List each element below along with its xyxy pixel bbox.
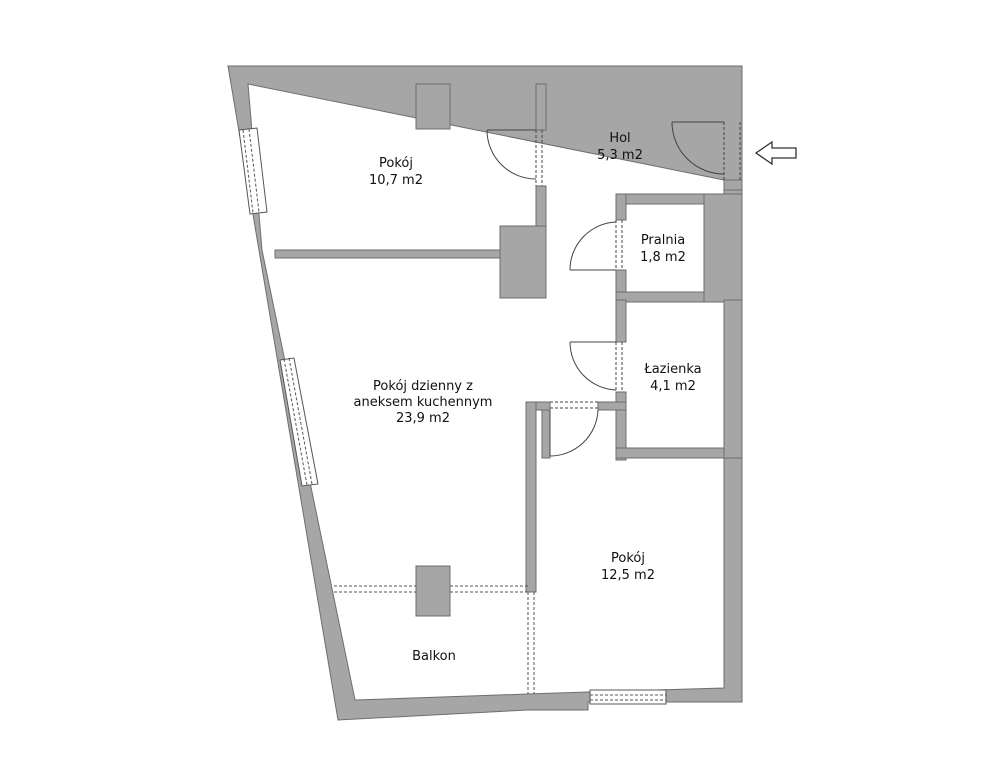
- door-pokoj-large: [549, 401, 599, 457]
- pillar-top: [415, 83, 451, 130]
- room-lazienka-name: Łazienka: [643, 362, 701, 377]
- room-lazienka-area: 4,1 m2: [650, 379, 696, 394]
- room-balkon-name: Balkon: [412, 649, 456, 664]
- door-pralnia: [569, 220, 623, 271]
- room-hol-name: Hol: [609, 131, 630, 146]
- room-pokoj-small-area: 10,7 m2: [369, 173, 423, 188]
- window-bottom: [589, 689, 667, 705]
- room-pralnia-name: Pralnia: [641, 233, 685, 248]
- balcony-door: [334, 585, 535, 694]
- doors: [486, 121, 741, 457]
- wall-pokoj-hol-upper: [535, 83, 547, 131]
- room-labels: Pokój 10,7 m2 Hol 5,3 m2 Pralnia 1,8 m2 …: [354, 131, 702, 664]
- pillar-center: [499, 225, 547, 299]
- door-lazienka: [569, 341, 623, 392]
- wall-room-top-right: [597, 401, 627, 411]
- window-left-lower: [279, 357, 319, 487]
- wall-hol-right-lower: [723, 179, 743, 191]
- wall-living-room-divider: [525, 401, 537, 593]
- wall-pralnia-right: [703, 193, 743, 303]
- room-pokoj-large-name: Pokój: [611, 551, 645, 566]
- room-hol-area: 5,3 m2: [597, 148, 643, 163]
- door-entrance: [671, 121, 741, 180]
- wall-lazienka-right: [723, 299, 743, 459]
- room-pralnia-area: 1,8 m2: [640, 250, 686, 265]
- interior-walls: [274, 83, 743, 617]
- room-pokoj-large-area: 12,5 m2: [601, 568, 655, 583]
- pillar-balcony: [415, 565, 451, 617]
- window-left-upper: [238, 127, 268, 215]
- wall-room-inner-left: [541, 409, 551, 459]
- wall-lazienka-bottom: [615, 447, 743, 459]
- windows: [238, 127, 667, 705]
- door-pokoj-small: [486, 129, 543, 186]
- room-living-area: 23,9 m2: [396, 411, 450, 426]
- wall-lazienka-left-upper: [615, 299, 627, 343]
- room-pokoj-small-name: Pokój: [379, 156, 413, 171]
- entrance-arrow-icon: [754, 140, 797, 166]
- wall-pralnia-left-upper: [615, 193, 627, 221]
- room-living-line1: Pokój dzienny z: [373, 379, 473, 394]
- wall-lazienka-left-lower: [615, 391, 627, 461]
- room-living-line2: aneksem kuchennym: [354, 395, 493, 410]
